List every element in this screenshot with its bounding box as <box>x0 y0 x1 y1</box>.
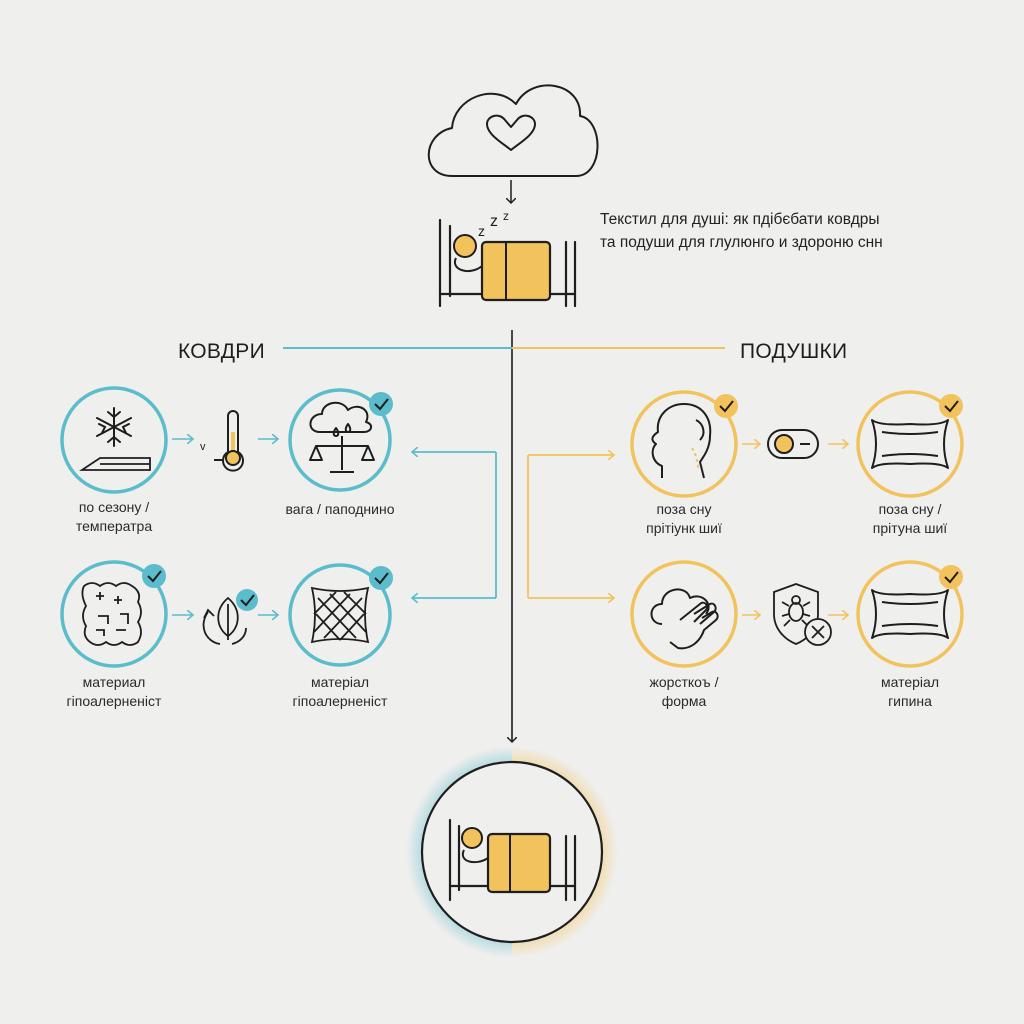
pillow-quilted-icon <box>310 586 370 644</box>
thermometer-icon: v <box>200 410 244 472</box>
season-node <box>60 386 168 494</box>
label-line: темпeратра <box>75 518 153 534</box>
snowflake-icon <box>96 407 132 447</box>
label-filler: матерiал гипина <box>820 673 1000 711</box>
check-icon <box>939 565 963 589</box>
label-line: гіпоалерненіст <box>66 693 162 709</box>
check-icon <box>939 394 963 418</box>
label-firmness: жорсткоъ / форма <box>594 673 774 711</box>
section-blankets-heading: КОВДРИ <box>178 340 265 363</box>
cloud-heart-icon <box>427 84 599 177</box>
pillow-icon <box>871 419 949 469</box>
label-line: прітіунк шиї <box>646 520 722 536</box>
title-line-2: та подуши для глулюнго и здороню снн <box>600 234 883 251</box>
leaf-recycle-icon <box>202 589 258 645</box>
material-mid-node <box>288 563 393 667</box>
svg-text:z: z <box>490 213 498 230</box>
hand-cloud-icon <box>650 588 719 650</box>
label-line: матеріал <box>311 674 369 690</box>
label-line: по сезону / <box>78 499 150 515</box>
material-left-node <box>60 560 168 668</box>
label-line: жорсткоъ / <box>649 674 719 690</box>
check-icon <box>369 566 393 590</box>
check-icon <box>714 394 738 418</box>
label-line: вага / паподнино <box>285 501 395 517</box>
label-line: поза сну / <box>878 501 942 517</box>
label-line: форма <box>661 693 707 709</box>
shield-mite-icon <box>773 583 832 646</box>
label-material-mid: матеріал гіпоалерненіст <box>250 673 430 711</box>
toggle-icon <box>767 429 819 459</box>
sleeping-bed-icon: z z z <box>438 209 577 308</box>
label-weight: вага / паподнино <box>250 500 430 519</box>
svg-text:z: z <box>503 209 509 223</box>
right-branch-connector <box>527 455 614 598</box>
svg-text:v: v <box>200 441 206 453</box>
diagram-title: Текстил для душі: як пдібєбати ковдры та… <box>600 208 960 254</box>
label-material-left: материал гіпоалерненіст <box>24 673 204 711</box>
label-line: матерiал <box>881 674 939 690</box>
pose-node <box>630 390 738 498</box>
svg-text:z: z <box>478 223 485 239</box>
label-line: гипина <box>888 693 932 709</box>
weight-node <box>288 388 393 492</box>
label-line: материал <box>82 674 146 690</box>
pillow-node-1 <box>856 390 964 498</box>
label-line: поза сну <box>656 501 712 517</box>
head-neck-icon <box>651 403 712 479</box>
scale-icon <box>309 401 375 473</box>
label-season: по сезону / темпeратра <box>24 498 204 536</box>
pillow-icon <box>871 589 949 639</box>
quilt-icon <box>81 582 142 646</box>
check-icon <box>142 564 166 588</box>
left-branch-connector <box>412 452 497 598</box>
label-pose-1: поза сну прітіунк шиї <box>594 500 774 538</box>
flow-arrows <box>172 439 848 615</box>
check-icon <box>369 392 393 416</box>
label-line: гіпоалерненіст <box>292 693 388 709</box>
bed-result-icon <box>448 818 577 902</box>
result-node <box>406 746 618 958</box>
pillow-node-2 <box>856 560 964 668</box>
section-pillows-heading: ПОДУШКИ <box>740 340 848 363</box>
title-line-1: Текстил для душі: як пдібєбати ковдры <box>600 211 880 228</box>
label-line: прітуна шиї <box>872 520 948 536</box>
check-icon <box>236 589 258 611</box>
firmness-node <box>630 560 738 668</box>
label-pose-2: поза сну / прітуна шиї <box>820 500 1000 538</box>
